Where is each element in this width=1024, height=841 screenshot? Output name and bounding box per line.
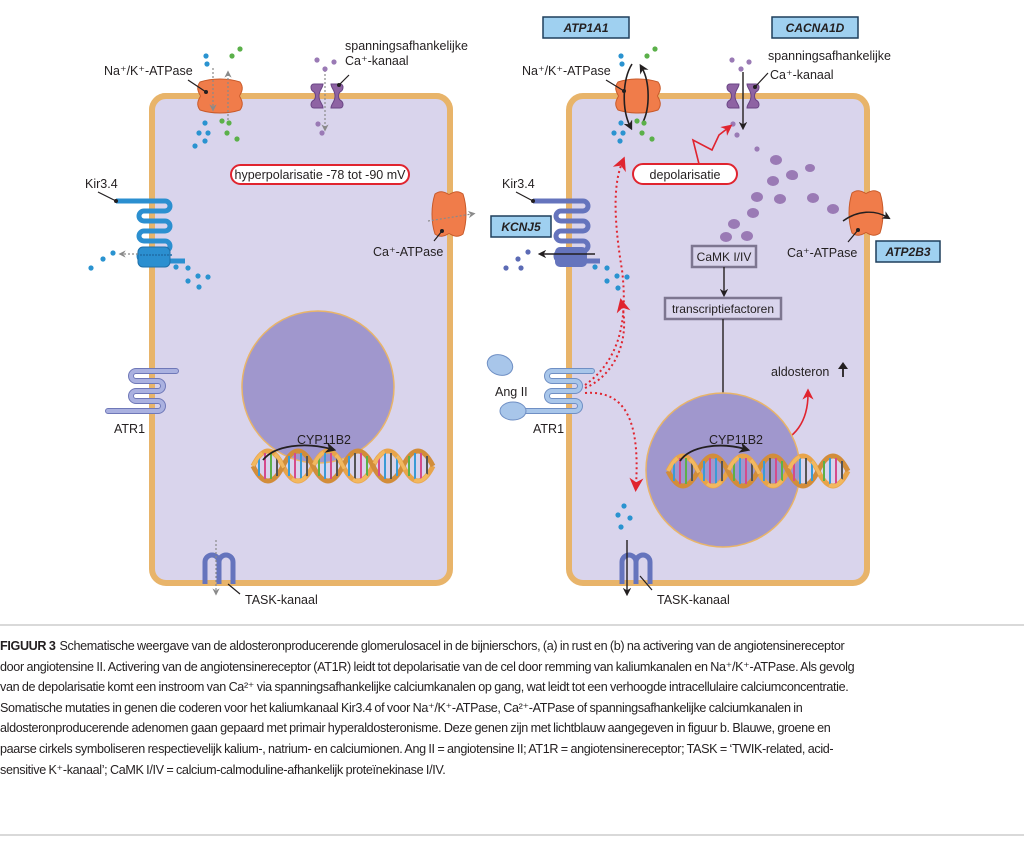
caption-line: paarse cirkels symboliseren respectievel… [0, 741, 834, 756]
nak-atpase-b [605, 63, 661, 131]
kir34-channel-b [533, 198, 600, 267]
gene-box-atp1a1: ATP1A1 [542, 16, 630, 39]
caption-line: door angiotensine II. Activering van de … [0, 659, 855, 674]
camk-label: CaMK I/IV [697, 250, 752, 264]
ca-channel-b-label-2: Ca⁺-kanaal [770, 68, 834, 82]
increase-arrow-icon [838, 362, 848, 377]
ca-channel-a-label-1: spanningsafhankelijke [345, 39, 468, 53]
hyperpolarisation-label: hyperpolarisatie -78 tot -90 mV [235, 168, 407, 182]
caption-separator-bottom [0, 834, 1024, 836]
ions-b-task [615, 503, 633, 530]
ca-channel-b-label-1: spanningsafhankelijke [768, 49, 891, 63]
panel-a: Na⁺/K⁺-ATPase spanningsafhankelijke Ca⁺-… [85, 39, 476, 607]
depolarisation-signal-arrow [691, 124, 733, 169]
svg-text:KCNJ5: KCNJ5 [501, 220, 541, 234]
nak-atpase-a [187, 68, 243, 120]
aldosteron-label: aldosteron [771, 365, 829, 379]
task-channel-a [202, 540, 241, 596]
ca-atpase-b [842, 190, 891, 243]
ions-b-top [611, 46, 658, 144]
ca-atpase-a [427, 191, 476, 242]
ang-ii-label: Ang II [495, 385, 528, 399]
atr1-a-label: ATR1 [114, 422, 145, 436]
gene-box-atp2b3: ATP2B3 [875, 240, 941, 263]
gene-box-kcnj5: KCNJ5 [490, 215, 552, 238]
kir34-a-label: Kir3.4 [85, 177, 118, 191]
nak-atpase-b-label: Na⁺/K⁺-ATPase [522, 64, 611, 78]
ca-channel-a-label-2: Ca⁺-kanaal [345, 54, 409, 68]
caption-line: Somatische mutaties in genen die coderen… [0, 700, 803, 715]
ions-b-kir [503, 249, 630, 291]
svg-text:ATP2B3: ATP2B3 [884, 245, 930, 259]
caption-lead: FIGUUR 3 [0, 639, 56, 653]
signalling-paths [584, 156, 644, 492]
caption-separator-top [0, 624, 1024, 626]
calcium-ions-b [720, 155, 839, 242]
svg-text:ATP1A1: ATP1A1 [562, 21, 608, 35]
atr1-receptor-a [105, 368, 179, 414]
kir34-b-label: Kir3.4 [502, 177, 535, 191]
atr1-receptor-b [499, 368, 595, 421]
task-a-label: TASK-kanaal [245, 593, 318, 607]
ca-atpase-b-label: Ca⁺-ATPase [787, 246, 857, 260]
ca-channel-a [310, 57, 350, 136]
depolarisation-pill [632, 163, 738, 185]
angiotensin-ii-ligand [486, 354, 514, 376]
depolarisation-label: depolarisatie [650, 168, 721, 182]
figure-3-diagram: Na⁺/K⁺-ATPase spanningsafhankelijke Ca⁺-… [85, 16, 941, 607]
task-channel-b [619, 540, 653, 597]
hyperpolarisation-pill [230, 164, 410, 185]
nak-atpase-a-label: Na⁺/K⁺-ATPase [104, 64, 193, 78]
panel-b: ATP1A1 CACNA1D KCNJ5 ATP2B3 Na⁺/K⁺-ATPas… [486, 16, 941, 607]
task-b-label: TASK-kanaal [657, 593, 730, 607]
gene-box-cacna1d: CACNA1D [771, 16, 859, 39]
svg-text:CACNA1D: CACNA1D [786, 21, 845, 35]
kir34-channel-a [116, 198, 185, 268]
ca-channel-b [726, 57, 769, 152]
caption-line: sensitive K⁺-kanaal’; CaMK I/IV = calciu… [0, 762, 446, 777]
ca-atpase-a-label: Ca⁺-ATPase [373, 245, 443, 259]
atr1-b-label: ATR1 [533, 422, 564, 436]
ions-a-top [192, 46, 243, 149]
gene-a-label: CYP11B2 [297, 433, 351, 447]
ions-a-kir [88, 250, 211, 290]
caption-line: van de depolarisatie komt een instroom v… [0, 680, 849, 695]
transcription-factors-label: transcriptiefactoren [672, 302, 774, 316]
caption-line: aldosteronproducerende adenomen gaan gep… [0, 721, 831, 736]
